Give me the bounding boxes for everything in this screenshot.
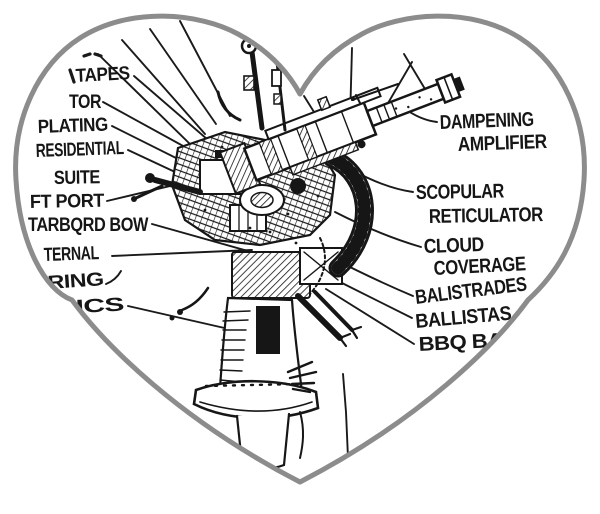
label-residential: RESIDENTIAL (35, 138, 124, 162)
leader-line-ics (127, 305, 243, 333)
leader-line (121, 39, 206, 135)
label-amplifier: AMPLIFIER (457, 131, 548, 156)
label-ft-port: FT PORT (30, 191, 105, 213)
ammo-chute (322, 148, 374, 278)
edge-text-fragment (82, 52, 103, 58)
label-tarbqrd-bow: TARBQRD BOW (28, 215, 148, 236)
leader-line-ring (105, 270, 122, 285)
leader-line-ternal (111, 249, 253, 257)
leader-line-bottom (342, 373, 349, 459)
edge-text-fragment (68, 68, 76, 84)
label-scopular: SCOPULAR (416, 180, 505, 204)
turret-illustration (131, 37, 465, 470)
pedestal (192, 296, 320, 470)
label-coverage: COVERAGE (433, 253, 526, 280)
label-suite: SUITE (54, 167, 100, 189)
label-cloud: CLOUD (423, 234, 484, 258)
lower-machinery (169, 237, 363, 348)
label-ics: ICS (75, 295, 124, 318)
leader-line-tapes (133, 75, 216, 147)
leader-line (97, 53, 193, 147)
label-ternal: TERNAL (43, 243, 99, 266)
leader-line-ballistas (337, 280, 413, 319)
label-tor: TOR (69, 92, 102, 113)
leader-line-bbq (325, 288, 415, 345)
cleaning-rod (351, 83, 399, 104)
heart-outline (13, 13, 587, 485)
leader-line (149, 28, 217, 125)
label-tapes: TAPES (75, 63, 130, 87)
leader-line (403, 53, 429, 95)
leader-line-cloud (334, 211, 422, 248)
heart-clipped-content: TAPES TOR PLATING RESIDENTIAL SUITE FT P… (28, 20, 548, 470)
label-dampening: DAMPENING (439, 109, 534, 134)
label-reticulator: RETICULATOR (429, 204, 544, 228)
pedestal-opening (256, 306, 280, 354)
label-plating: PLATING (37, 115, 108, 138)
